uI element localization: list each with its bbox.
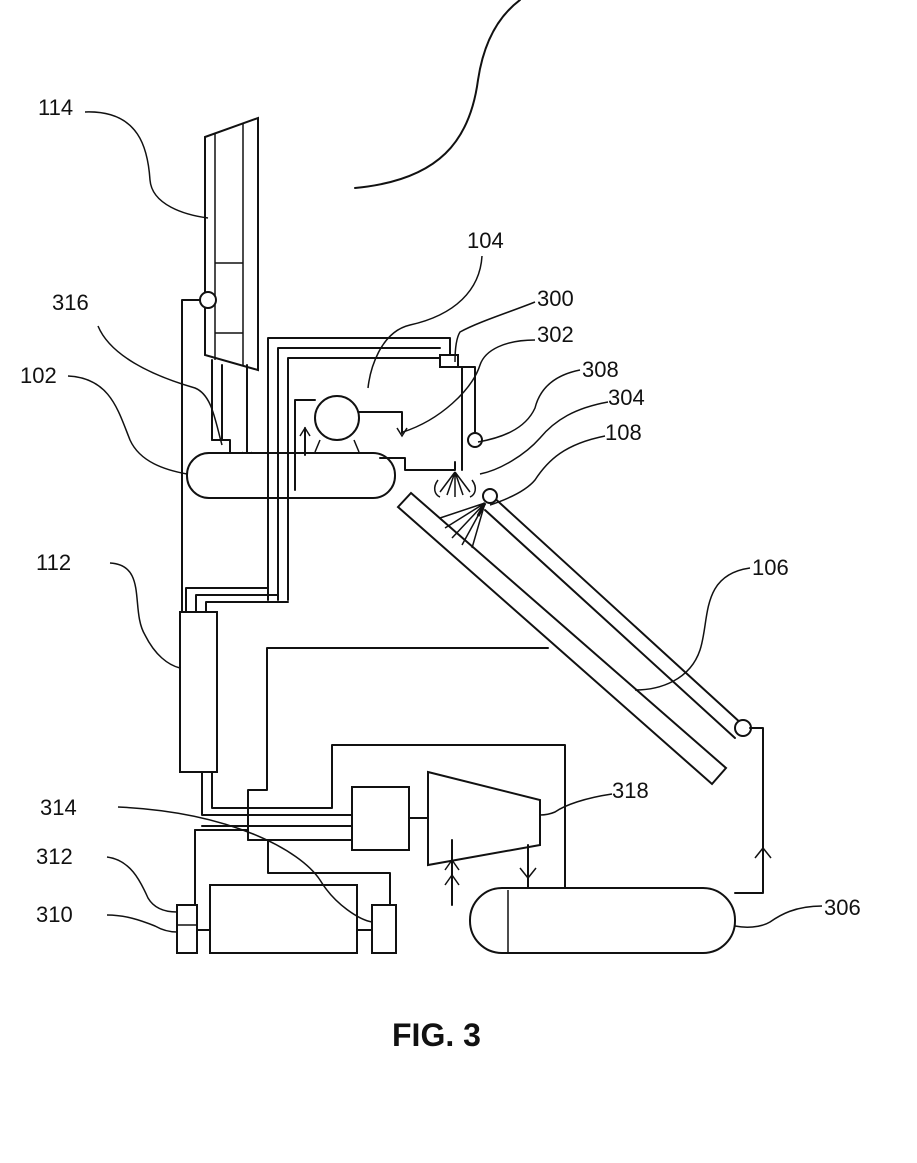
exchanger-top-pipes [186, 588, 288, 612]
component-102-tank [187, 453, 395, 498]
label-314: 314 [40, 795, 77, 820]
label-304: 304 [608, 385, 645, 410]
component-314-unit [372, 905, 396, 953]
label-102: 102 [20, 363, 57, 388]
label-108: 108 [605, 420, 642, 445]
component-302-pipe [450, 367, 482, 470]
control-box [352, 787, 409, 850]
label-312: 312 [36, 844, 73, 869]
label-104: 104 [467, 228, 504, 253]
component-106-collector [398, 489, 751, 784]
label-308: 308 [582, 357, 619, 382]
component-308-valve [468, 433, 482, 447]
label-302: 302 [537, 322, 574, 347]
component-304-nozzle [435, 472, 476, 497]
component-112-exchanger [180, 612, 217, 772]
top-curve [355, 0, 520, 188]
label-310: 310 [36, 902, 73, 927]
label-318: 318 [612, 778, 649, 803]
label-300: 300 [537, 286, 574, 311]
label-112: 112 [36, 550, 71, 575]
label-306: 306 [824, 895, 861, 920]
component-310-unit [177, 905, 197, 953]
label-114: 114 [38, 95, 73, 120]
label-106: 106 [752, 555, 789, 580]
component-114-panel [200, 118, 258, 370]
label-316: 316 [52, 290, 89, 315]
figure-caption: FIG. 3 [392, 1017, 481, 1053]
